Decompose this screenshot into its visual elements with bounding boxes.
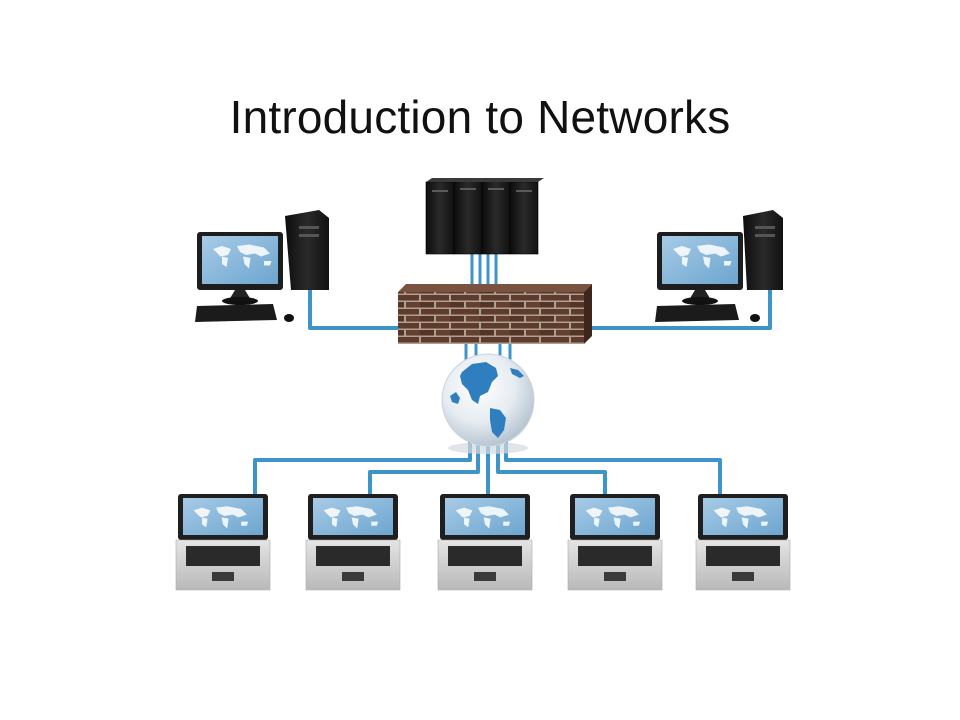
laptop-icon: [567, 494, 663, 591]
laptop-icon: [695, 494, 791, 591]
firewall-icon: [398, 284, 592, 344]
laptop-icon: [175, 494, 271, 591]
cable-laptop-5: [504, 438, 722, 500]
desktop-computer-icon: [655, 210, 783, 322]
slide-title: Introduction to Networks: [229, 91, 731, 143]
desktop-computer-icon: [195, 210, 329, 322]
server-rack-icon: [425, 178, 544, 255]
cable-server-rack: [470, 248, 498, 292]
cable-laptop-4: [496, 438, 607, 500]
laptop-icon: [305, 494, 401, 591]
globe-icon: [441, 353, 535, 454]
cable-desktop-right: [583, 288, 772, 330]
laptop-icon: [437, 494, 533, 591]
cable-desktop-left: [308, 286, 406, 330]
cable-laptop-1: [253, 438, 472, 500]
cable-laptop-2: [368, 438, 480, 500]
